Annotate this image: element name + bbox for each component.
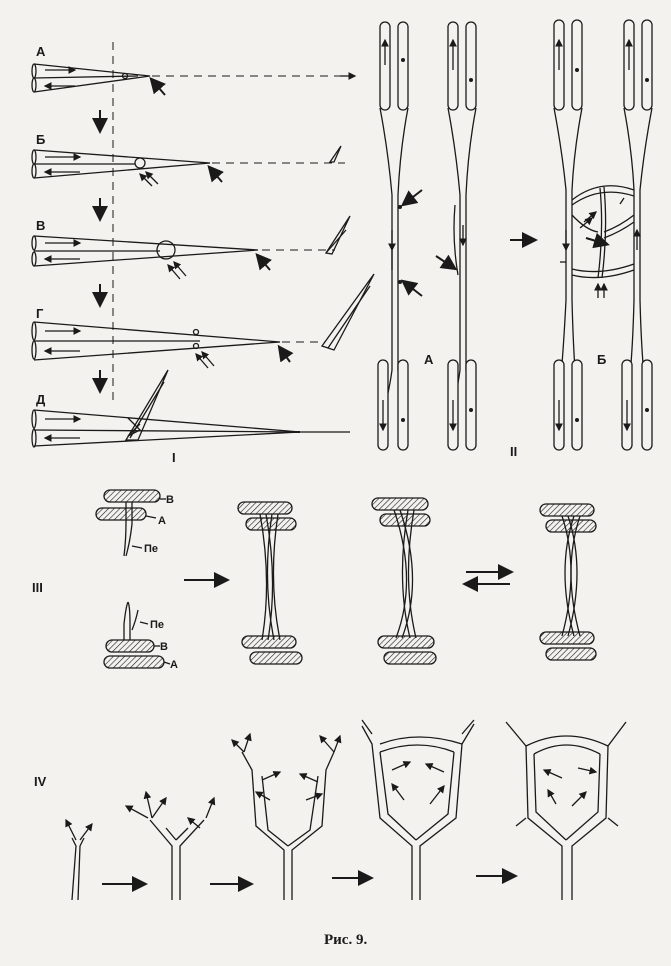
label-III-pe-top: Пе <box>144 543 158 555</box>
stage-d-label: Д <box>36 392 46 407</box>
panel-IV-label: IV <box>34 774 47 789</box>
panel-II-b <box>553 19 653 451</box>
panel-III-stage-1: В А Пе Пе В А <box>95 489 178 671</box>
panel-I-label: I <box>172 450 176 465</box>
panel-II-a-vessel-left <box>377 21 423 451</box>
stage-b-label: Б <box>36 132 45 147</box>
stage-v: В <box>31 215 351 280</box>
label-III-v-top: В <box>166 494 174 506</box>
stage-a-label: А <box>36 44 46 59</box>
panel-II-a-label: А <box>424 352 434 367</box>
panel-IV-stage-1 <box>65 818 93 901</box>
stage-g-label: Г <box>36 306 44 321</box>
figure-caption: Рис. 9. <box>324 932 367 948</box>
stage-d: Д <box>31 369 350 448</box>
label-III-pe-bottom: Пе <box>150 619 164 631</box>
panel-IV-stage-5 <box>505 721 627 900</box>
panel-IV-stage-2 <box>124 790 216 900</box>
panel-III-stage-4 <box>539 503 597 661</box>
panel-I: А Б <box>31 42 375 465</box>
label-III-a-top: А <box>158 515 166 527</box>
panel-III: III В А Пе Пе В А <box>32 489 597 671</box>
panel-II-a-vessel-right <box>435 21 477 451</box>
label-III-v-bottom: В <box>160 641 168 653</box>
panel-III-label: III <box>32 580 43 595</box>
panel-II: А <box>377 19 653 459</box>
panel-II-label: II <box>510 444 517 459</box>
panel-II-b-label: Б <box>597 352 606 367</box>
stage-b: Б <box>31 132 345 187</box>
panel-III-stage-3 <box>371 497 437 665</box>
stage-a: А <box>31 44 357 96</box>
panel-III-stage-2 <box>237 501 303 665</box>
panel-IV-stage-4 <box>361 719 475 900</box>
panel-IV-stage-3 <box>231 732 342 900</box>
label-III-a-bottom: А <box>170 659 178 671</box>
stage-g: Г <box>31 273 375 369</box>
panel-IV: IV <box>34 719 627 901</box>
stage-v-label: В <box>36 218 45 233</box>
